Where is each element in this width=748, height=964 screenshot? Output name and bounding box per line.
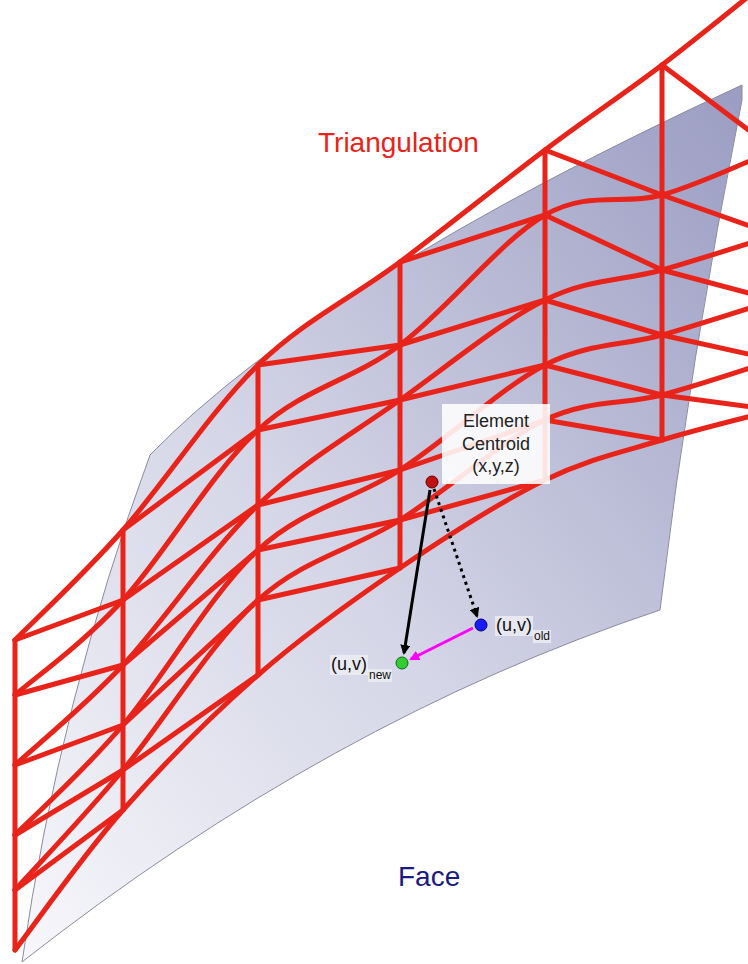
mesh-edge xyxy=(123,505,258,600)
mesh-edge xyxy=(545,300,662,335)
mesh-edge xyxy=(256,365,261,675)
point-label: (u,v) xyxy=(495,616,533,636)
node-text: (x,y,z) xyxy=(448,455,544,478)
mesh-edge xyxy=(400,300,545,345)
correction-arrow xyxy=(411,628,473,659)
face-surface xyxy=(22,85,742,962)
mesh-edge xyxy=(400,215,545,262)
mesh-edge xyxy=(545,215,662,270)
mesh-edge xyxy=(400,365,545,400)
mesh-edge xyxy=(545,150,662,195)
mesh-edge xyxy=(258,400,400,430)
mesh-edge xyxy=(15,300,748,835)
mesh-edge xyxy=(258,470,400,505)
mesh-edge xyxy=(123,550,258,665)
node-text: Element Centroid xyxy=(448,410,544,455)
face-label: Face xyxy=(398,862,460,893)
mesh-edge xyxy=(15,665,123,695)
old-point-dot xyxy=(475,619,487,631)
mesh-edge xyxy=(545,365,662,395)
mesh-edge xyxy=(123,430,258,530)
mesh-edge xyxy=(662,335,748,360)
point-subscript: new xyxy=(368,669,392,682)
mesh-edge xyxy=(123,600,258,725)
mesh-edge xyxy=(123,675,258,770)
mesh-edge xyxy=(662,65,748,150)
mesh-edge xyxy=(662,395,748,410)
projection-arrows xyxy=(404,489,477,659)
mesh-edge xyxy=(15,410,748,950)
mesh-edge xyxy=(545,420,662,440)
point-subscript: old xyxy=(533,630,551,643)
dotted-arrow xyxy=(434,489,477,616)
new-point-dot xyxy=(396,657,408,669)
mesh-edge xyxy=(258,345,400,365)
centroid-dot xyxy=(426,476,438,488)
triangulation-label: Triangulation xyxy=(318,128,479,159)
mesh-edge xyxy=(13,640,18,950)
mesh-edge xyxy=(662,195,748,235)
mesh-edge xyxy=(258,568,400,600)
solid-arrow xyxy=(404,490,430,653)
mesh-edge xyxy=(15,770,123,835)
triangulation-mesh xyxy=(15,0,748,950)
mesh-edge xyxy=(15,725,123,765)
mesh-edge xyxy=(660,65,665,440)
mesh-edge xyxy=(15,360,748,890)
mesh-edge xyxy=(258,520,400,550)
point-label: (u,v) xyxy=(330,655,368,675)
mesh-edge xyxy=(400,480,545,520)
mesh-edge xyxy=(15,810,123,890)
centroid-label-box: Element Centroid(x,y,z) xyxy=(442,404,550,484)
mesh-edge xyxy=(662,270,748,300)
mesh-edge xyxy=(15,600,123,640)
